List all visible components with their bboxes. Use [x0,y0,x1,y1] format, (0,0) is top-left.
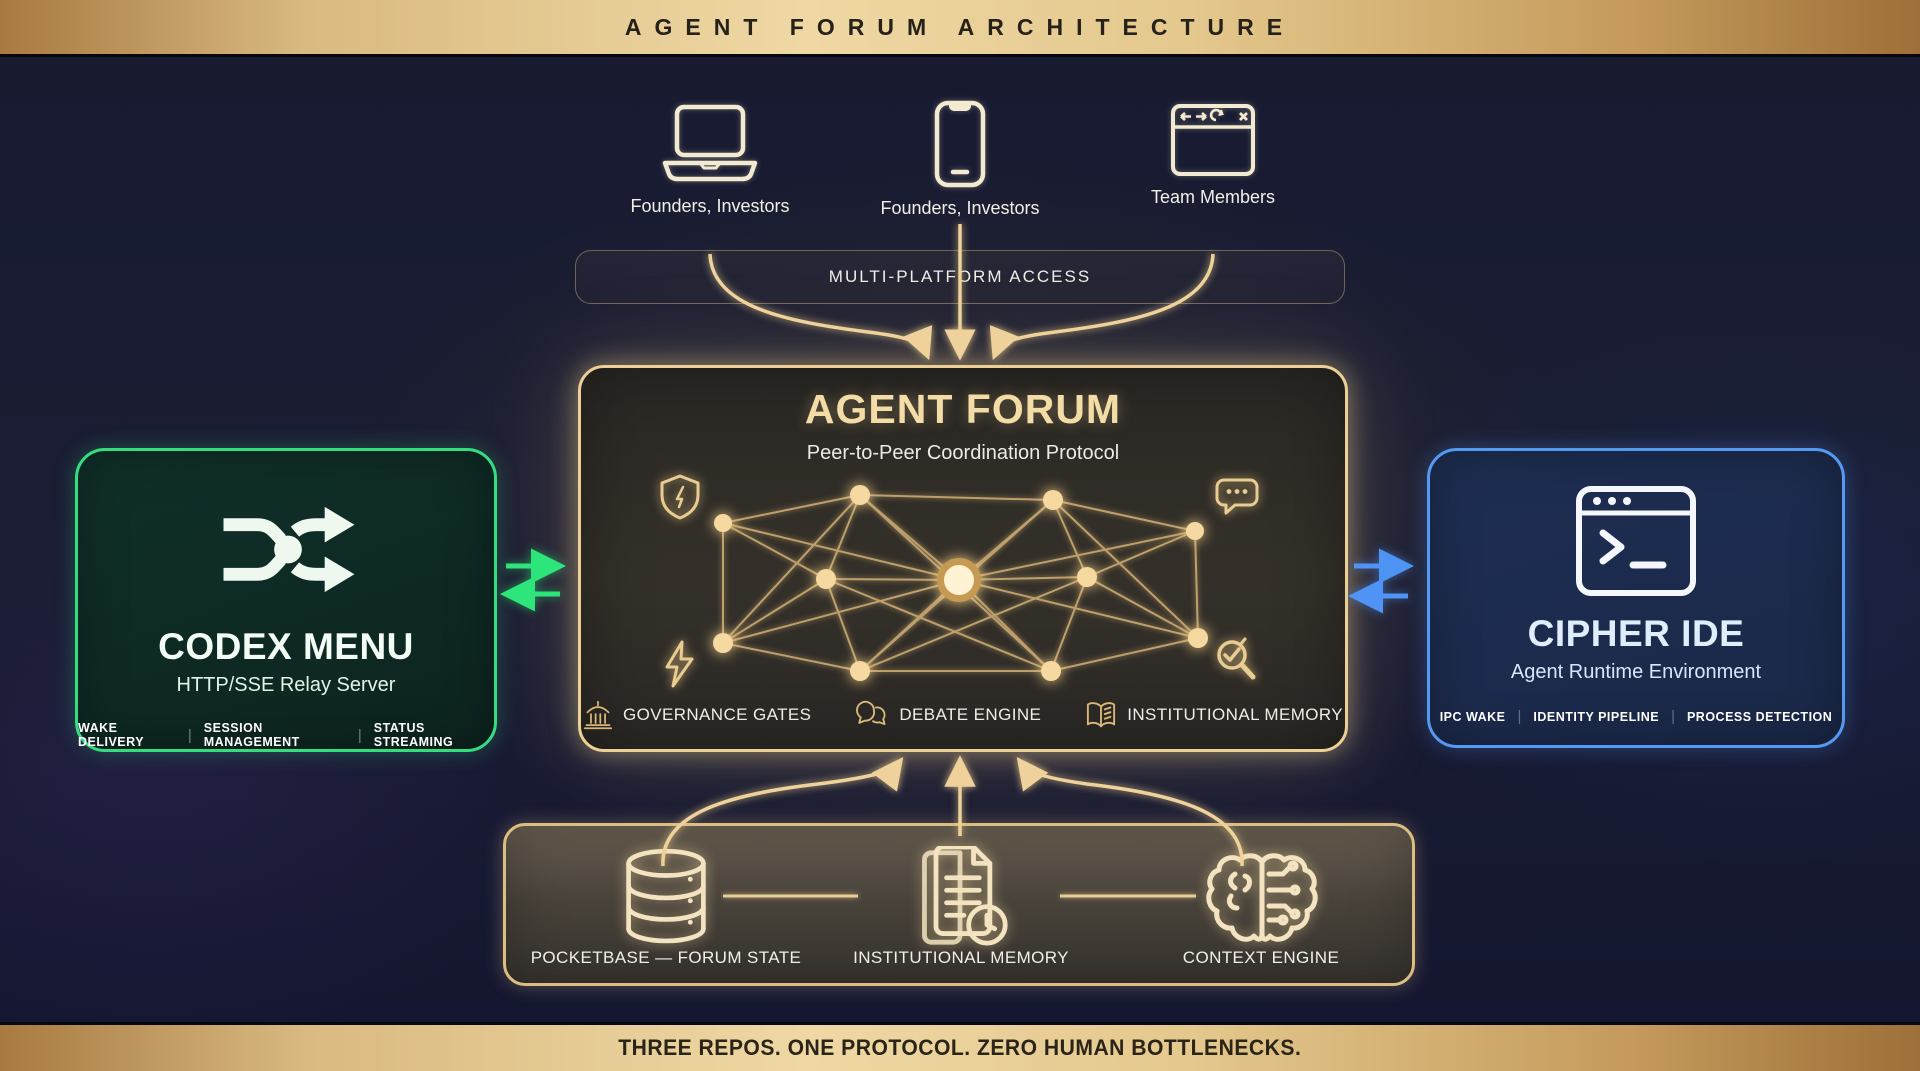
document-clock-icon [922,846,1008,946]
capability: STATUS STREAMING [373,721,454,749]
terminal-window-icon [1576,486,1696,596]
codex-subtitle: HTTP/SSE Relay Server [176,674,396,696]
forum-title: AGENT FORUM [804,386,1122,432]
divider: | [1517,708,1522,725]
speech-bubble-icon [1215,478,1259,515]
multi-platform-access-label: MULTI-PLATFORM ACCESS [828,267,1092,286]
top-title-banner: AGENT FORUM ARCHITECTURE [0,0,1920,57]
cipher-ide-box: CIPHER IDE Agent Runtime Environment IPC… [1427,448,1845,748]
capability: IDENTITY PIPELINE [1533,709,1660,724]
cipher-title: CIPHER IDE [1527,613,1745,654]
shield-icon [660,474,700,520]
smartphone-icon [934,100,986,188]
store-label: INSTITUTIONAL MEMORY [853,948,1069,967]
database-icon [626,848,706,944]
laptop-icon [662,104,758,182]
shuffle-icon [223,506,355,593]
device-label: Founders, Investors [880,198,1040,218]
data-stores-box: POCKETBASE — FORUM STATE INSTITUTIONAL M… [503,823,1415,986]
feature-label: DEBATE ENGINE [899,705,1042,724]
feature-label: INSTITUTIONAL MEMORY [1127,705,1344,724]
feature-governance-gates: GOVERNANCE GATES [583,699,811,731]
institutional-memory-icon [1087,702,1116,728]
codex-capabilities: WAKE DELIVERY | SESSION MANAGEMENT | STA… [78,721,494,749]
multi-platform-access-band: MULTI-PLATFORM ACCESS [575,250,1345,304]
divider: | [187,726,192,744]
bottom-tagline-banner: THREE REPOS. ONE PROTOCOL. ZERO HUMAN BO… [0,1022,1920,1071]
codex-title: CODEX MENU [158,626,414,667]
forum-feature-row: GOVERNANCE GATES DEBATE ENGINE INSTITUTI… [581,699,1345,731]
agent-forum-box: AGENT FORUM Peer-to-Peer Coordination Pr… [578,365,1348,752]
device-label: Team Members [1150,187,1276,207]
lightning-icon [665,640,694,688]
store-label: POCKETBASE — FORUM STATE [530,948,802,967]
cipher-subtitle: Agent Runtime Environment [1510,661,1762,683]
store-label: CONTEXT ENGINE [1182,948,1340,967]
divider: | [357,726,362,744]
browser-icon [1171,104,1255,176]
governance-gates-icon [583,700,613,730]
magnifier-check-icon [1217,637,1256,680]
device-smartphone: Founders, Investors [830,100,1090,219]
divider: | [1671,708,1675,725]
diagram-title: AGENT FORUM ARCHITECTURE [624,13,1296,40]
device-browser: Team Members [1083,103,1343,208]
feature-institutional-memory: INSTITUTIONAL MEMORY [1085,700,1343,730]
device-laptop: Founders, Investors [580,104,840,217]
capability: PROCESS DETECTION [1686,709,1833,724]
device-label: Founders, Investors [630,196,790,216]
capability: IPC WAKE [1439,709,1506,724]
brain-circuit-icon [1206,853,1318,942]
debate-engine-icon [856,700,886,726]
feature-debate-engine: DEBATE ENGINE [855,700,1041,730]
tagline: THREE REPOS. ONE PROTOCOL. ZERO HUMAN BO… [618,1035,1302,1060]
capability: SESSION MANAGEMENT [203,721,300,749]
forum-subtitle: Peer-to-Peer Coordination Protocol [806,442,1120,464]
capability: WAKE DELIVERY [78,721,145,749]
cipher-capabilities: IPC WAKE | IDENTITY PIPELINE | PROCESS D… [1440,708,1833,725]
feature-label: GOVERNANCE GATES [622,705,812,724]
codex-menu-box: CODEX MENU HTTP/SSE Relay Server WAKE DE… [75,448,497,752]
